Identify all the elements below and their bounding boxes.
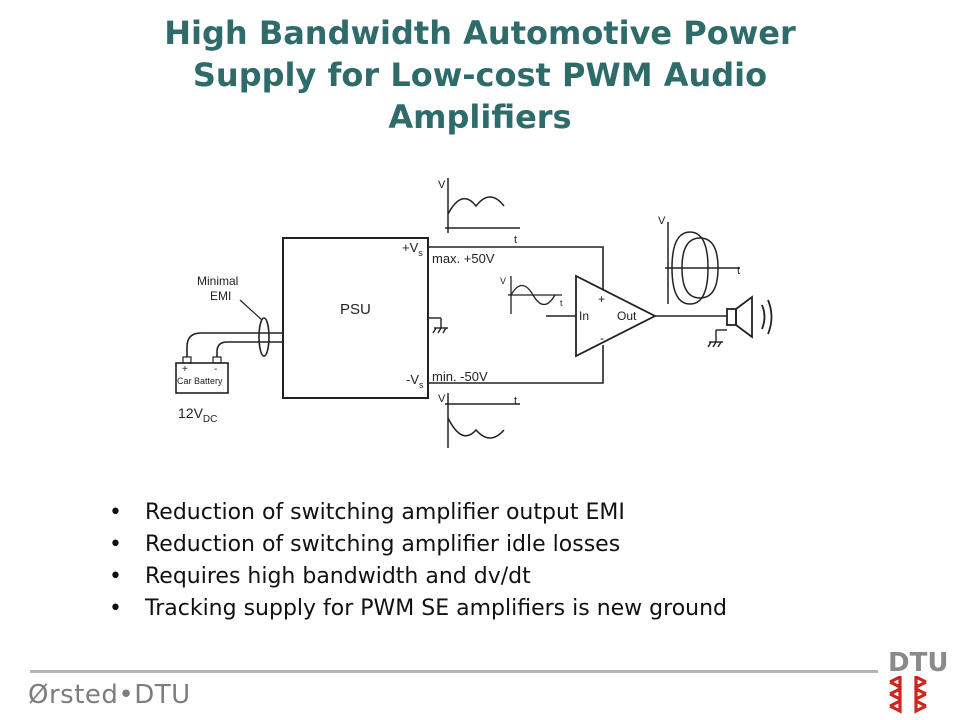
minimal-label: Minimal (197, 274, 238, 288)
psu-label: PSU (340, 301, 371, 318)
min-voltage-label: min. -50V (432, 369, 488, 384)
orsted-dtu-logo: Ørsted•DTU (28, 680, 191, 710)
battery-label: Car Battery (177, 376, 223, 386)
circuit-diagram: PSU +Vs -Vs max. +50V min. -50V + - Car … (175, 178, 773, 448)
title-line-3: Amplifiers (388, 98, 572, 136)
amp-minus-label: - (600, 331, 604, 345)
output-v-axis: V (658, 215, 666, 227)
bullet-item: Reduction of switching amplifier output … (105, 497, 727, 529)
plus-vs-label: +Vs (402, 240, 423, 258)
battery-wire-positive (186, 332, 283, 357)
positive-rail-wire (428, 246, 604, 290)
bottom-t-axis: t (514, 395, 517, 407)
psu-ground-icon (428, 317, 448, 334)
negative-rail-wire (428, 345, 604, 384)
slide-title: High Bandwidth Automotive Power Supply f… (60, 12, 900, 138)
negative-rail-waveform (445, 393, 520, 448)
positive-rail-waveform (445, 178, 520, 233)
battery-wire-negative (216, 341, 283, 357)
amp-in-label: In (579, 309, 589, 323)
top-v-axis: V (438, 179, 446, 191)
emi-label: EMI (210, 289, 231, 303)
dtu-logo-text: DTU (888, 648, 949, 678)
bullet-item: Requires high bandwidth and dv/dt (105, 561, 727, 593)
bottom-v-axis: V (438, 393, 446, 405)
amp-out-label: Out (617, 309, 637, 323)
input-t-axis: t (560, 298, 563, 308)
max-voltage-label: max. +50V (432, 251, 495, 266)
input-v-axis: V (500, 276, 506, 286)
output-waveform (665, 222, 740, 305)
bullet-item: Reduction of switching amplifier idle lo… (105, 529, 727, 561)
minus-vs-label: -Vs (406, 372, 424, 390)
bullet-list: Reduction of switching amplifier output … (105, 497, 727, 625)
input-waveform (508, 276, 562, 314)
speaker-icon (726, 295, 773, 339)
speaker-ground-icon (707, 329, 727, 348)
footer-divider (30, 670, 878, 673)
amp-plus-label: + (598, 292, 605, 306)
title-line-1: High Bandwidth Automotive Power (164, 14, 796, 52)
top-t-axis: t (514, 234, 517, 246)
car-battery-icon (175, 362, 229, 394)
emi-pointer (239, 299, 263, 321)
battery-voltage: 12VDC (178, 405, 217, 425)
battery-plus: + (182, 364, 188, 375)
bullet-item: Tracking supply for PWM SE amplifiers is… (105, 593, 727, 625)
emi-filter-ring (258, 317, 270, 357)
dtu-logo-icon (889, 676, 927, 714)
title-line-2: Supply for Low-cost PWM Audio (192, 56, 768, 94)
battery-minus: - (214, 364, 217, 375)
output-t-axis: t (737, 265, 740, 277)
